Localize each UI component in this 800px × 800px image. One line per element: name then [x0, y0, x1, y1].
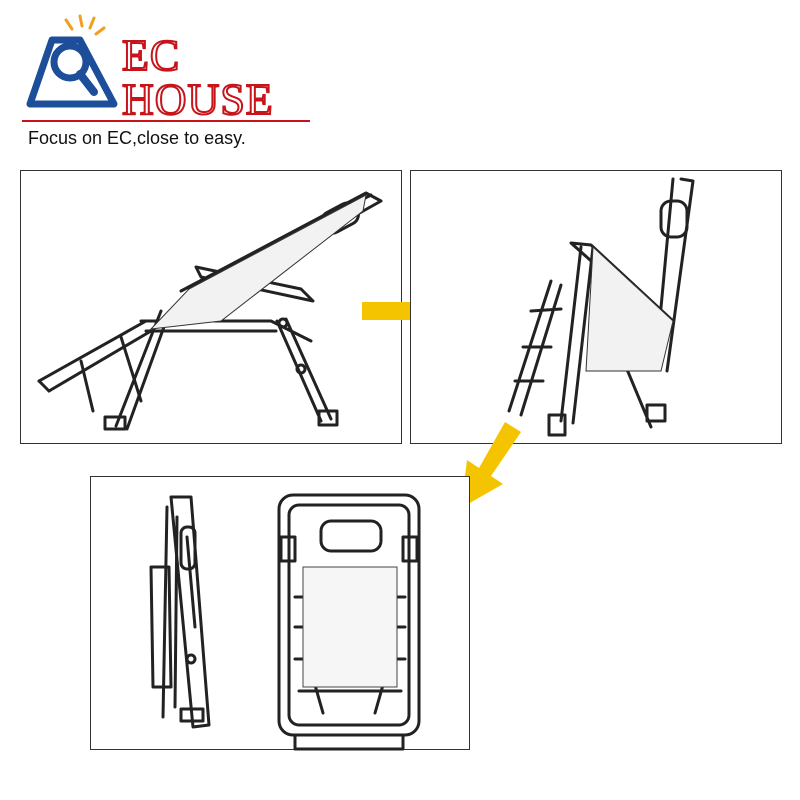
brand-logo: EC HOUSE Focus on EC,close to easy. — [0, 0, 330, 160]
brand-slogan: Focus on EC,close to easy. — [28, 128, 246, 148]
brand-name-line1: EC — [121, 31, 181, 80]
unfolded-recliner-illustration — [37, 191, 383, 431]
house-magnifier-logo-icon — [26, 14, 118, 108]
step-panel-fully-folded — [90, 476, 470, 751]
brand-underline — [22, 120, 310, 122]
half-folded-recliner-illustration — [507, 177, 695, 437]
step-panel-unfolded — [20, 170, 402, 444]
fully-folded-recliner-illustration — [149, 493, 421, 751]
step-panel-half-folded — [410, 170, 782, 444]
arrow-down-left-icon — [461, 422, 521, 508]
brand-name-line2: HOUSE — [121, 75, 274, 124]
